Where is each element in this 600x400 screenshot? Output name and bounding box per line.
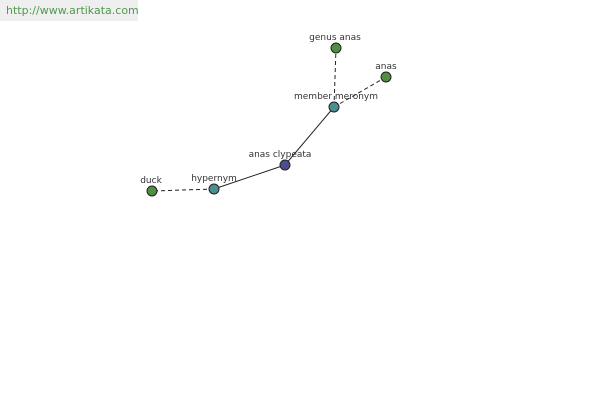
- edge-hypernym-duck: [151, 188, 215, 192]
- edge-center-member-meronym: [284, 106, 335, 166]
- label-duck: duck: [140, 176, 162, 186]
- label-member-meronym: member meronym: [294, 92, 378, 102]
- node-duck[interactable]: [146, 185, 158, 197]
- node-member-meronym[interactable]: [328, 101, 340, 113]
- label-anas: anas: [375, 62, 397, 72]
- label-hypernym: hypernym: [191, 174, 237, 184]
- edge-member-meronym-anas: [333, 76, 387, 108]
- label-genus-anas: genus anas: [309, 33, 361, 43]
- node-anas[interactable]: [380, 71, 392, 83]
- label-anas-clypeata: anas clypeata: [249, 150, 312, 160]
- node-genus-anas[interactable]: [330, 42, 342, 54]
- node-anas-clypeata[interactable]: [279, 159, 291, 171]
- edge-member-meronym-genus-anas: [333, 47, 337, 108]
- watermark-url[interactable]: http://www.artikata.com: [0, 0, 139, 21]
- edge-center-hypernym: [213, 164, 286, 190]
- node-hypernym[interactable]: [208, 183, 220, 195]
